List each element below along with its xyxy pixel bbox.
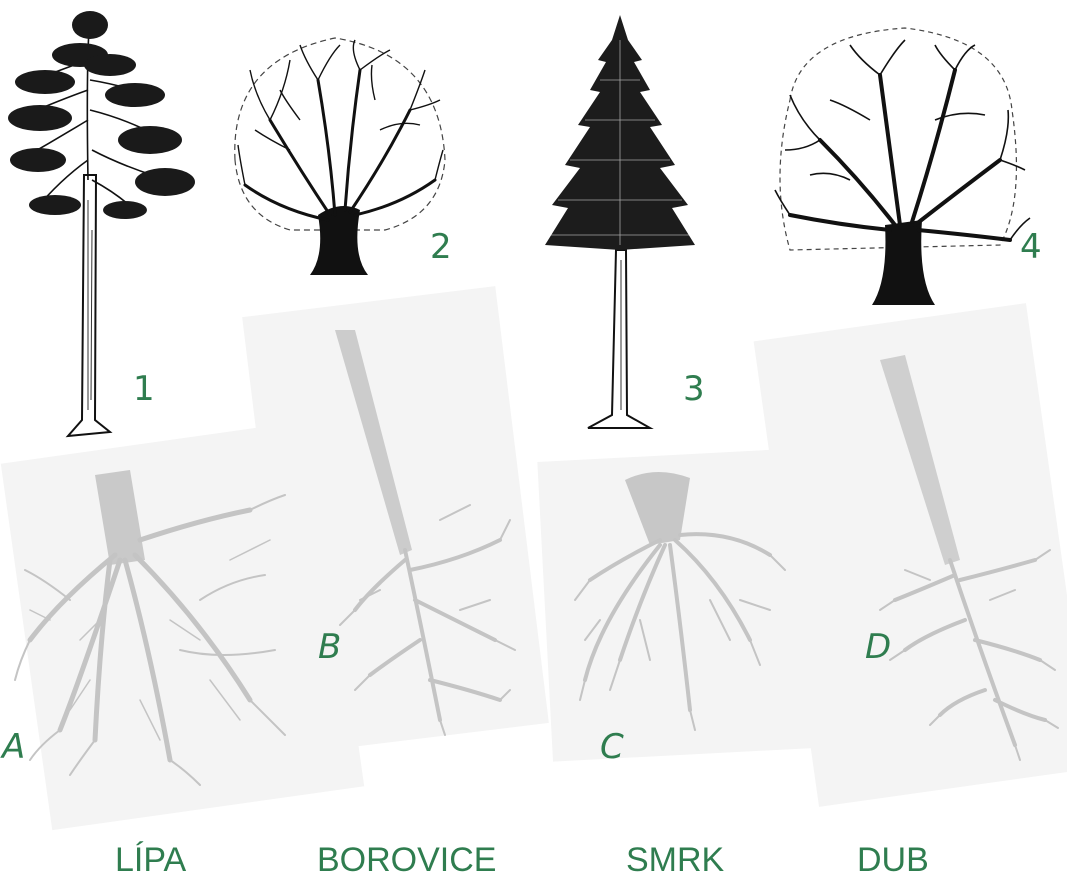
taproot-pine-roots-icon [335, 330, 515, 735]
species-name-smrk: SMRK [626, 843, 724, 877]
spruce-tree-icon [545, 15, 695, 428]
species-name-dub: DUB [857, 843, 929, 877]
spreading-root-system-icon [15, 470, 285, 785]
tree-number-2: 2 [430, 230, 452, 264]
oak-tree-icon [775, 28, 1030, 305]
root-letter-d: D [865, 630, 891, 664]
tree-number-3: 3 [683, 372, 705, 406]
root-letter-c: C [600, 730, 624, 764]
heart-shaped-root-system-icon [575, 472, 785, 730]
species-name-lipa: LÍPA [115, 843, 186, 877]
tree-number-4: 4 [1020, 230, 1042, 264]
root-letter-b: B [318, 630, 341, 664]
linden-tree-icon [235, 38, 445, 275]
pine-tree-icon [8, 11, 195, 436]
root-letter-a: A [2, 730, 25, 764]
deep-taproot-roots-icon [880, 355, 1058, 760]
tree-number-1: 1 [133, 372, 155, 406]
species-name-borovice: BOROVICE [317, 843, 496, 877]
